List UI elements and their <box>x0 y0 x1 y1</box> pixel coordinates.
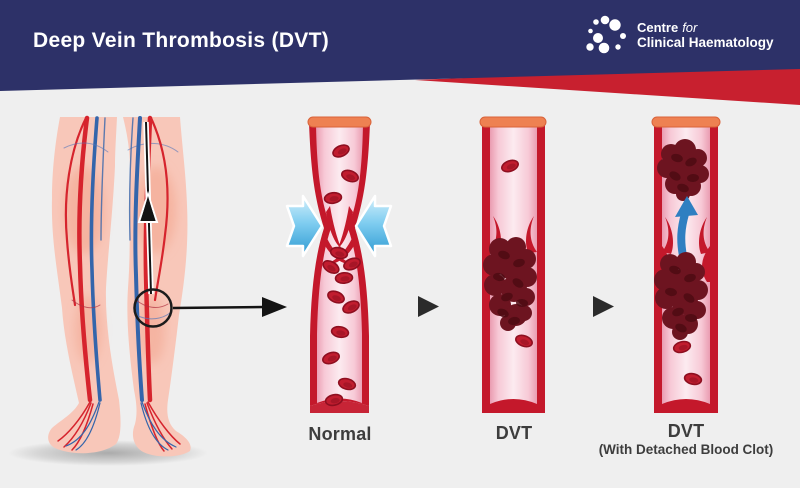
stage-label-dvt: DVT <box>495 423 533 443</box>
zoom-pointer-arrow-icon <box>172 297 287 317</box>
dot-cluster-logo-icon <box>586 15 626 54</box>
vein-dvt-detached-illustration <box>651 116 721 413</box>
stage-label-normal: Normal <box>308 424 372 444</box>
logo-line2: Clinical Haematology <box>637 35 774 50</box>
legs-illustration <box>8 115 287 466</box>
vessel-rim <box>307 116 372 128</box>
right-step-arrow-icon-1 <box>418 296 439 317</box>
right-step-arrow-icon-2 <box>593 296 614 317</box>
blood-clot <box>654 252 708 340</box>
upward-blood-flow-arrow-icon <box>137 121 159 295</box>
blue-upward-arrow-icon <box>675 196 698 260</box>
page-title: Deep Vein Thrombosis (DVT) <box>33 29 330 52</box>
stage-sublabel-dvt-detached: (With Detached Blood Clot) <box>598 442 774 457</box>
stage-label-dvt-detached: DVT <box>667 421 705 441</box>
vein-normal-illustration <box>285 116 393 413</box>
vessel-rim <box>479 116 547 128</box>
blue-compression-arrows-icon <box>285 194 393 258</box>
header-banner <box>0 0 800 105</box>
vessel-rim <box>651 116 721 128</box>
knee-vein-highlight-circle <box>133 288 173 328</box>
blood-clot <box>483 237 537 331</box>
vein-dvt-illustration <box>479 116 547 413</box>
leg-blood-vessels <box>57 115 181 452</box>
header-red-ribbon <box>415 64 800 105</box>
header-navy-band <box>0 0 800 91</box>
